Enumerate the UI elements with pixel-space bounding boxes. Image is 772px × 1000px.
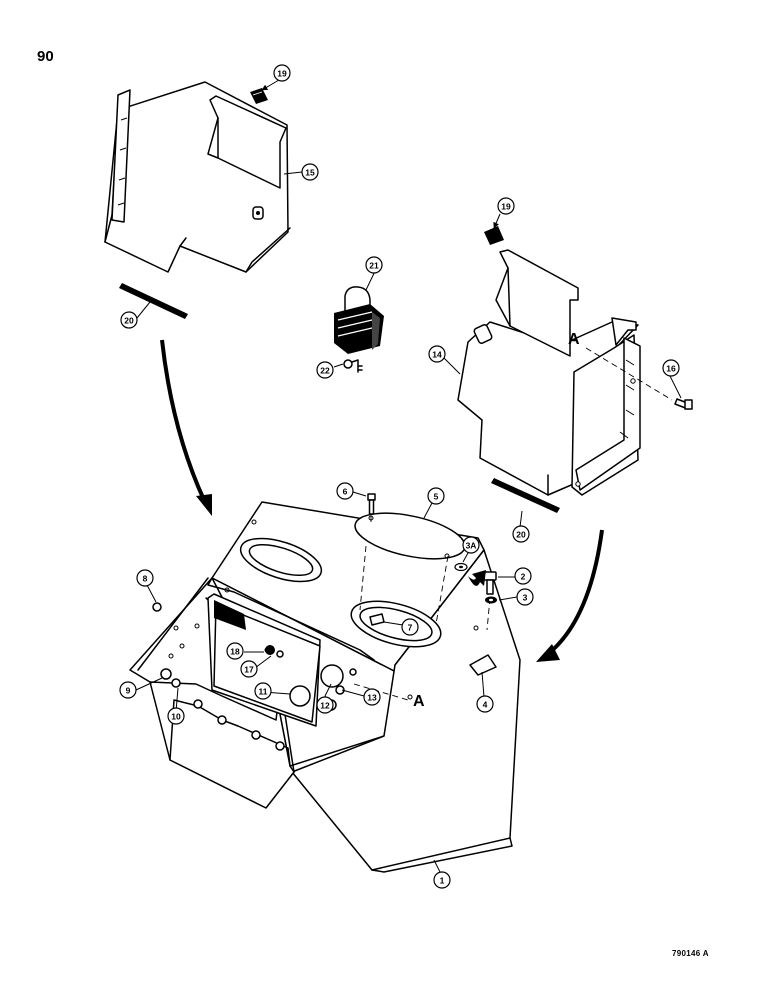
- callout-14: 14: [428, 345, 446, 363]
- washer-3a: [454, 562, 468, 572]
- callout-20-left: 20: [120, 311, 138, 329]
- svg-text:3: 3: [523, 593, 528, 603]
- svg-text:20: 20: [516, 530, 526, 540]
- svg-text:3A: 3A: [466, 541, 477, 551]
- callout-13: 13: [363, 688, 381, 706]
- seal-strip-20-left: [119, 283, 188, 319]
- svg-text:12: 12: [320, 701, 330, 711]
- leader-lines: [135, 79, 682, 873]
- callout-16: 16: [662, 359, 680, 377]
- console-housing-1: [129, 501, 521, 873]
- washer-3: [485, 596, 497, 604]
- svg-text:16: 16: [666, 364, 676, 374]
- svg-text:17: 17: [244, 665, 254, 675]
- callout-10: 10: [167, 707, 185, 725]
- svg-text:2: 2: [521, 572, 526, 582]
- callout-3: 3: [516, 588, 534, 606]
- svg-text:21: 21: [369, 261, 379, 271]
- callout-1: 1: [433, 871, 451, 889]
- callout-18: 18: [226, 642, 244, 660]
- knob-19-right: [484, 226, 504, 245]
- assembly-arrow-right: [536, 529, 604, 662]
- svg-text:10: 10: [171, 712, 181, 722]
- svg-text:19: 19: [501, 202, 511, 212]
- svg-text:22: 22: [320, 366, 330, 376]
- page-number: 90: [37, 48, 54, 65]
- callout-11: 11: [254, 682, 272, 700]
- svg-text:1: 1: [440, 876, 445, 886]
- callout-15: 15: [301, 163, 319, 181]
- assembly-arrow-left: [160, 339, 212, 516]
- callout-12: 12: [316, 696, 334, 714]
- callout-8: 8: [136, 569, 154, 587]
- svg-text:15: 15: [305, 168, 315, 178]
- nut-18: [265, 645, 275, 655]
- bolt-16: [674, 398, 693, 410]
- callout-17: 17: [240, 660, 258, 678]
- callout-2: 2: [514, 567, 532, 585]
- key-22: [343, 359, 363, 373]
- screw-6: [367, 493, 376, 526]
- svg-text:7: 7: [408, 623, 413, 633]
- knob-19-left: [250, 88, 268, 104]
- seal-strip-20-right: [491, 478, 560, 513]
- callout-21: 21: [365, 256, 383, 274]
- svg-text:8: 8: [143, 574, 148, 584]
- section-letter-a-lower: A: [413, 693, 425, 710]
- install-arrow: [468, 570, 486, 586]
- callout-7: 7: [401, 618, 419, 636]
- svg-text:14: 14: [432, 350, 442, 360]
- svg-text:9: 9: [126, 686, 131, 696]
- callout-3a: 3A: [462, 536, 480, 554]
- svg-text:11: 11: [259, 687, 268, 697]
- figure-code: 790146 A: [672, 949, 709, 958]
- callout-9: 9: [119, 681, 137, 699]
- svg-text:18: 18: [230, 647, 240, 657]
- callout-20-right: 20: [512, 525, 530, 543]
- svg-text:19: 19: [277, 69, 287, 79]
- svg-text:5: 5: [434, 492, 439, 502]
- svg-text:6: 6: [343, 487, 348, 497]
- callout-19-upper: 19: [273, 64, 291, 82]
- cover-14: A: [457, 249, 673, 496]
- svg-text:13: 13: [367, 693, 377, 703]
- section-letter-a-upper: A: [568, 331, 580, 348]
- cover-15: [104, 81, 291, 273]
- callout-4: 4: [476, 695, 494, 713]
- callout-19-right: 19: [497, 197, 515, 215]
- callout-22: 22: [316, 361, 334, 379]
- callout-6: 6: [336, 482, 354, 500]
- padlock-21: [334, 286, 384, 354]
- plug-8: [152, 602, 162, 612]
- svg-text:20: 20: [124, 316, 134, 326]
- callout-5: 5: [427, 487, 445, 505]
- svg-text:4: 4: [483, 700, 488, 710]
